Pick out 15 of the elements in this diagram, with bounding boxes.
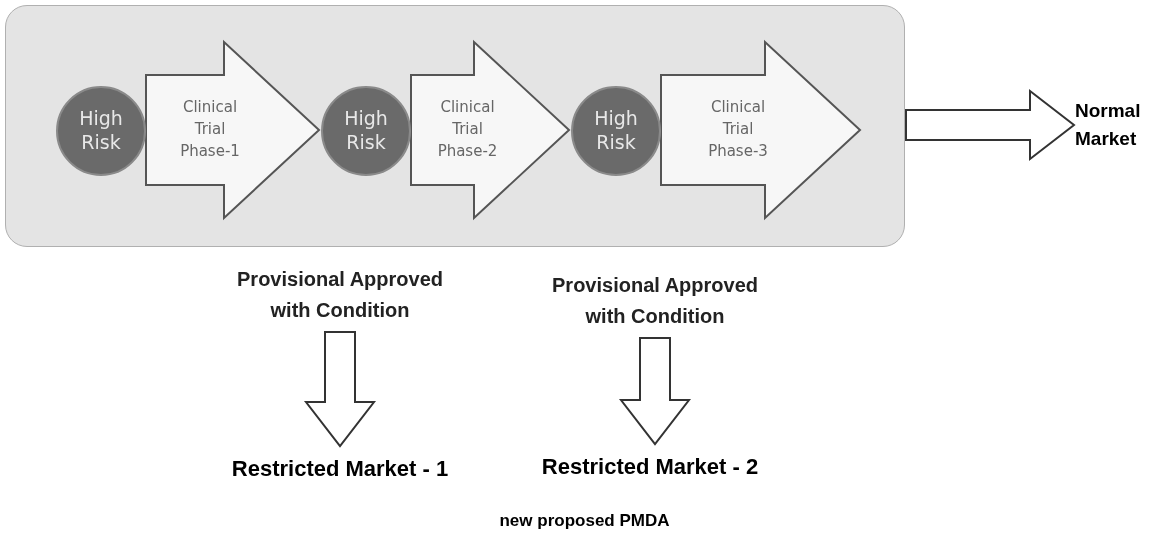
market-label: Normal Market [1075, 98, 1142, 151]
block-arrow [905, 88, 1076, 162]
block-arrow [303, 331, 377, 448]
phase-arrow [145, 39, 321, 221]
phase-label: Clinical Trial Phase-2 [436, 97, 499, 162]
phase-label: Clinical Trial Phase-3 [707, 97, 769, 162]
approval-note: Provisional Approved with Condition [236, 267, 444, 323]
market-label: Restricted Market - 1 [231, 454, 449, 483]
approval-note: Provisional Approved with Condition [551, 273, 759, 329]
phase-label: Clinical Trial Phase-1 [179, 97, 241, 162]
market-label: Restricted Market - 2 [541, 452, 759, 481]
phase-arrow [660, 39, 862, 221]
caption: new proposed PMDA [499, 510, 670, 532]
phase-arrow [410, 39, 571, 221]
block-arrow [618, 337, 692, 446]
